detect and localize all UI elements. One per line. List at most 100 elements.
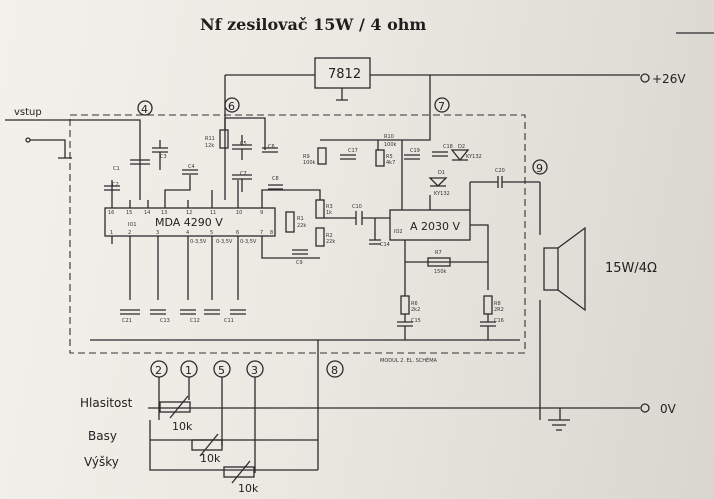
c20-label: C20 — [495, 168, 505, 174]
pin-8 — [326, 360, 344, 378]
pin-4-label: 4 — [141, 103, 148, 116]
pin-9 — [532, 159, 548, 175]
c2-label: C2 — [112, 182, 119, 188]
c19-glyph — [404, 154, 420, 160]
c7-label: C7 — [240, 171, 247, 177]
c18-label: C18 — [443, 144, 453, 150]
bass-label: Basy — [88, 429, 117, 443]
r1-value: 22k — [297, 223, 306, 229]
c20-glyph — [470, 176, 540, 188]
pin-2-label: 2 — [155, 364, 162, 377]
r3-label: R3 — [326, 204, 333, 210]
d2-label: D2 — [458, 144, 465, 150]
vnote-2: 0-3,5V — [216, 239, 233, 245]
c12-label: C12 — [190, 318, 200, 324]
d2-value: KY132 — [466, 154, 482, 160]
modul-text: MODUL 2. EL. SCHÉMA — [380, 356, 438, 364]
ic1-top-pins — [111, 200, 263, 244]
module-outline — [69, 114, 526, 354]
treble-pot-value: 10k — [238, 482, 259, 495]
speaker-cone — [557, 226, 586, 312]
d2-glyph — [450, 149, 470, 162]
ic1-pin-10: 10 — [236, 210, 242, 216]
ground-terminal — [640, 403, 650, 413]
c14-label: C14 — [380, 242, 390, 248]
c5-label: C5 — [240, 141, 247, 147]
r9-body — [317, 147, 327, 165]
r10-label: R10 — [384, 134, 394, 140]
d1-value: KY132 — [434, 191, 450, 197]
r2-value: 22k — [326, 239, 335, 245]
r7-body — [427, 257, 451, 267]
speaker-magnet — [543, 247, 559, 291]
ic2-ref: IO2 — [394, 229, 403, 235]
r1-body — [285, 211, 295, 233]
r5-value: 4k7 — [386, 160, 395, 166]
c16-label: C16 — [494, 318, 504, 324]
pin-7-label: 7 — [438, 100, 445, 113]
ic1-pin-14: 14 — [144, 210, 150, 216]
r11-value: 12k — [205, 143, 214, 149]
r3-body — [315, 199, 325, 219]
r7-label: R7 — [435, 250, 442, 256]
ic1-pin-6: 6 — [236, 230, 239, 236]
c8-label: C8 — [272, 176, 279, 182]
ground-label: 0V — [660, 402, 677, 416]
ic1-pin-12: 12 — [186, 210, 192, 216]
input-wire — [5, 119, 141, 160]
title: Nf zesilovač 15W / 4 ohm — [200, 15, 426, 34]
ic1-ref: IO1 — [128, 222, 137, 228]
pot-wiring — [149, 340, 319, 473]
r11-body — [219, 129, 229, 149]
input-ground — [30, 139, 72, 159]
bass-pot-arrow — [199, 433, 219, 457]
pin-8-label: 8 — [331, 364, 338, 377]
c11-label: C11 — [224, 318, 234, 324]
ic1-pin-3: 3 — [156, 230, 159, 236]
r2-body — [315, 227, 325, 247]
filter-wires — [261, 189, 321, 259]
volume-pot-arrow — [169, 395, 189, 419]
r9-value: 100k — [303, 160, 316, 166]
r8-label: R8 — [494, 301, 501, 307]
c4-label: C4 — [188, 164, 195, 170]
ic1-pin-13: 13 — [161, 210, 167, 216]
speaker-label: 15W/4Ω — [605, 261, 657, 276]
ic1-pin-7: 7 — [260, 230, 263, 236]
c16-glyph — [480, 314, 496, 340]
ic1-caps — [104, 135, 278, 192]
lower-caps — [120, 309, 246, 315]
ic1-pin-16: 16 — [108, 210, 114, 216]
c9-glyph — [292, 249, 308, 255]
ic2-wires — [429, 182, 489, 290]
pin-6-label: 6 — [228, 100, 235, 113]
c15-glyph — [397, 262, 413, 340]
ic1-label: MDA 4290 V — [155, 216, 223, 229]
c18-glyph — [432, 151, 448, 157]
r3-value: 1k — [326, 210, 332, 216]
pin-9-label: 9 — [536, 162, 543, 175]
r8-body — [483, 295, 493, 315]
c17-label: C17 — [348, 148, 358, 154]
r5-label: R5 — [386, 154, 393, 160]
r1-label: R1 — [297, 216, 304, 222]
r11-wire — [224, 117, 266, 150]
input-label: vstup — [14, 107, 42, 118]
c8-glyph — [268, 184, 283, 190]
c15-label: C15 — [411, 318, 421, 324]
c14-glyph — [369, 218, 381, 245]
ic1-bottom-wires — [129, 244, 239, 300]
r7-value: 150k — [434, 269, 447, 275]
pin-7 — [434, 97, 450, 113]
volume-pot — [159, 401, 191, 413]
r10-value: 100k — [384, 142, 397, 148]
ic1-pin-5: 5 — [210, 230, 213, 236]
volume-label: Hlasitost — [80, 396, 133, 410]
c13-label: C13 — [160, 318, 170, 324]
bass-pot — [191, 439, 223, 451]
treble-pot — [223, 466, 255, 478]
vnote-3: 0-3,5V — [240, 239, 257, 245]
right-ground-symbol — [548, 419, 570, 431]
c6-label: C6 — [268, 144, 275, 150]
